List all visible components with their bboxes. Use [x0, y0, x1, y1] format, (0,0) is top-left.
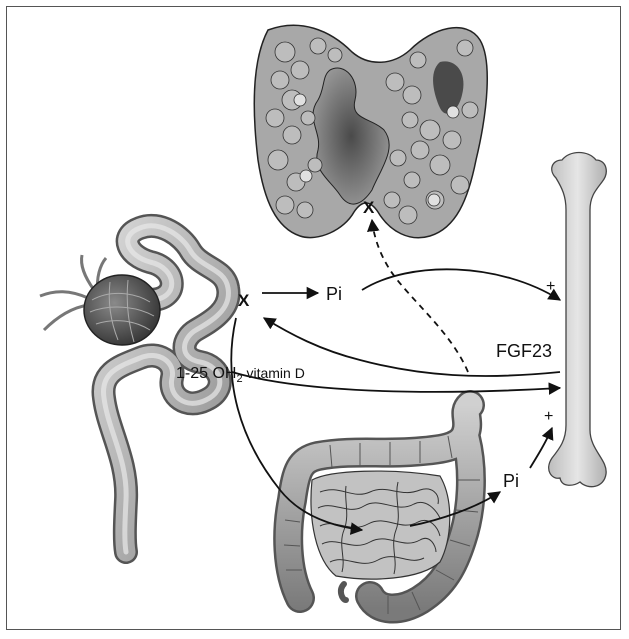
label-vitamin-d-prefix: 1-25 OH	[176, 365, 236, 382]
arrow-pi-to-bone-bottom	[530, 428, 552, 468]
inhibit-mark-kidney: X	[238, 291, 250, 310]
label-pi-bottom: Pi	[503, 471, 519, 491]
label-pi-top: Pi	[326, 284, 342, 304]
kidney-nephron	[40, 226, 228, 552]
label-plus-bottom: +	[544, 408, 553, 425]
bone-femur	[549, 153, 607, 487]
label-vitamin-d-suffix: vitamin D	[243, 365, 305, 381]
label-vitamin-d: 1-25 OH2 vitamin D	[176, 365, 305, 385]
arrow-fgf23-to-parathyroid	[372, 220, 468, 372]
label-plus-top: +	[546, 278, 555, 295]
intestine	[284, 405, 480, 614]
inhibit-mark-parathyroid: X	[363, 198, 375, 217]
label-fgf23: FGF23	[496, 341, 552, 361]
